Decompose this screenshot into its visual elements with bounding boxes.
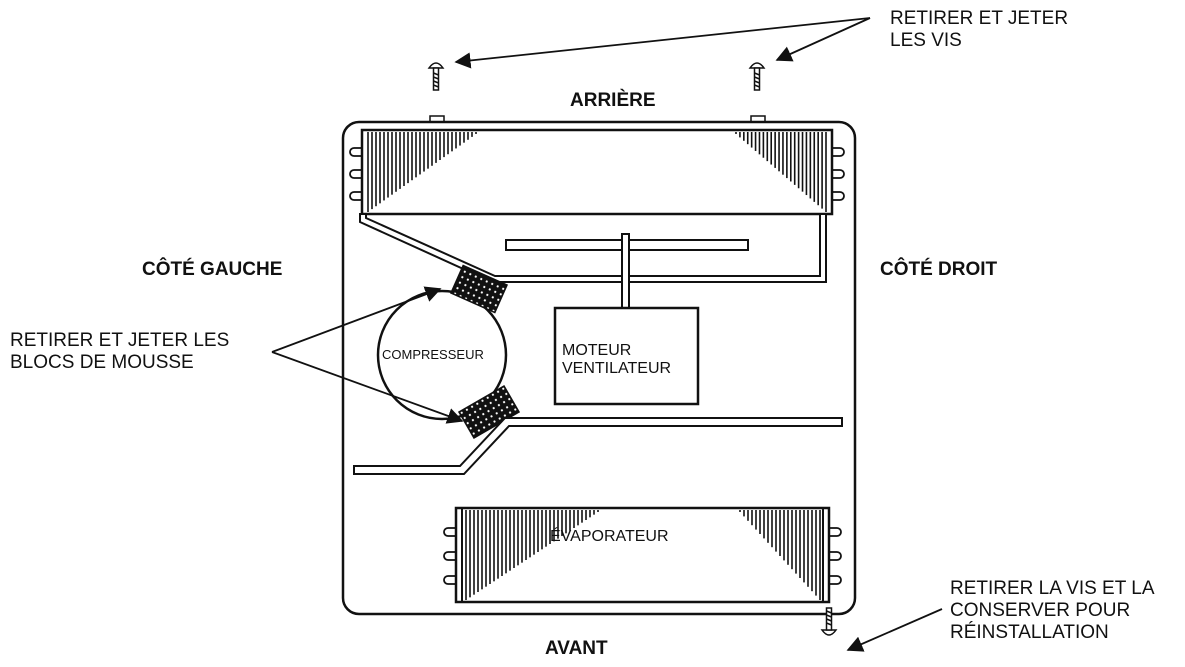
screw-icon [748,62,766,91]
keep-screw-note: RETIRER LA VIS ET LA CONSERVER POUR RÉIN… [950,578,1155,643]
compressor-label: COMPRESSEUR [382,347,484,362]
condenser-coil [360,128,834,216]
cabinet-outline [341,120,857,616]
evaporator-label: ÉVAPORATEUR [550,528,669,545]
rear-tab-right [750,115,766,123]
front-label: AVANT [545,638,608,659]
upper-partition [359,213,827,283]
condenser-tube-ends-right [832,147,845,201]
lower-partition [353,417,843,475]
rear-label: ARRIÈRE [570,90,656,111]
condenser-tube-ends-left [349,147,362,201]
evaporator-tube-ends-right [829,527,842,585]
foam-block-icon [449,264,509,314]
leader-arrows [271,17,943,652]
screw-icon [820,607,838,636]
right-side-label: CÔTÉ DROIT [880,259,998,280]
rear-tab-left [429,115,445,123]
compressor-circle [376,289,508,421]
screw-icon [427,62,445,91]
remove-screws-note: RETIRER ET JETER LES VIS [890,8,1069,51]
fan-motor-label: MOTEUR VENTILATEUR [562,342,672,377]
foam-block-icon [457,384,521,440]
fan-motor-box [553,306,700,406]
evaporator-tube-ends-left [443,527,456,585]
fan-shaft [621,233,630,309]
left-side-label: CÔTÉ GAUCHE [142,259,283,280]
evaporator-coil [454,506,831,604]
foam-blocks-note: RETIRER ET JETER LES BLOCS DE MOUSSE [10,330,230,373]
